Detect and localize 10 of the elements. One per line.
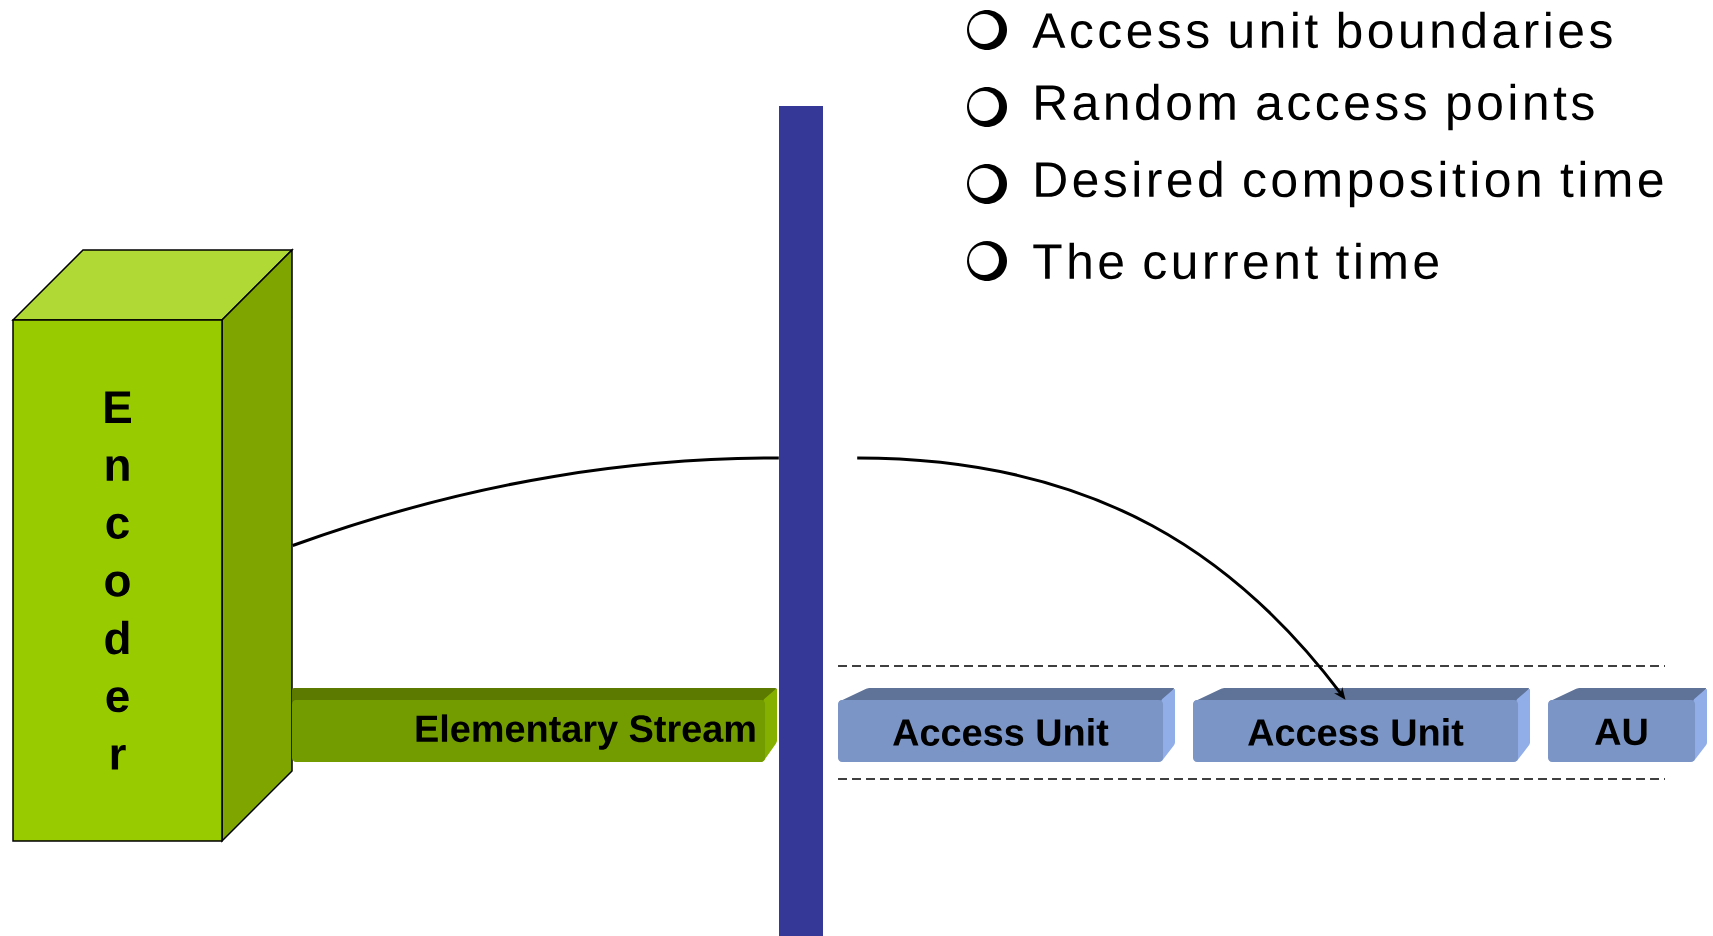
access-unit-block: Access Unit: [838, 688, 1175, 762]
bullet-text: Desired composition time: [1036, 160, 1663, 208]
bullet-text: The current time: [1033, 242, 1438, 280]
bullet-text: Access unit boundaries: [1032, 11, 1612, 49]
vertical-bar: [779, 106, 823, 936]
stream-bar: Elementary Stream: [292, 688, 777, 762]
bullet-text: Random access points: [1036, 83, 1594, 131]
access-unit-block: AU: [1548, 688, 1707, 762]
access-unit-block: Access Unit: [1193, 688, 1530, 762]
connector-line: [292, 456, 779, 547]
